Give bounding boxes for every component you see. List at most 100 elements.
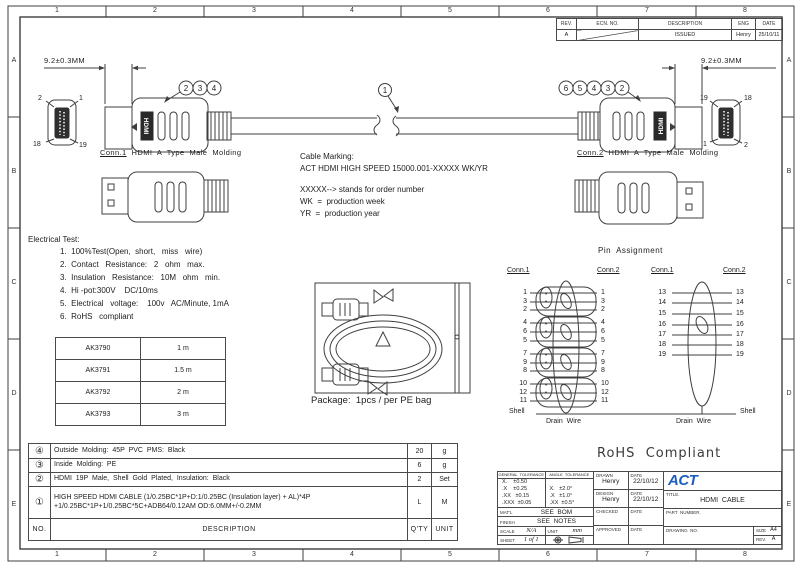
drawing-number-label: DRAWING NO. [666,527,699,533]
hdmi-logo-conn2: HDMI [658,118,665,135]
pin-number: 4 [601,319,605,326]
zone-row: A [11,57,17,64]
zone-col: 3 [252,551,256,558]
length-value: 3 m [140,403,226,426]
bom-item-number: ① [28,486,51,519]
rev-value: A [556,29,577,41]
electrical-test-item: 6. RoHS compliant [60,312,134,321]
third-angle-projection-icon [553,536,584,544]
cable-lines [231,114,578,137]
pin-number: 2 [523,306,527,313]
general-tolerance-header: GENERAL TOLERANCE [498,472,545,479]
conn1-top-view [101,171,229,223]
callout-4: 4 [212,84,217,93]
bom-unit: g [431,458,458,473]
zone-col: 7 [645,7,649,14]
pin-number: 17 [658,331,666,338]
pin-number: 15 [658,310,666,317]
finish-value: SEE NOTES [536,518,576,526]
revision-table: REV. ECN. NO. DESCRIPTION ENG DATE A ISS… [556,18,783,41]
drawn-label: DRAWN [596,473,613,478]
dimension-right-text: 9.2±0.3MM [701,56,743,65]
zone-row: E [11,501,17,508]
tolerance-row [546,479,594,486]
zone-col: 3 [252,7,256,14]
callouts-conn1: 2 3 4 [164,80,222,103]
zone-col: 6 [546,7,550,14]
scale-label: SCALE [500,528,515,534]
callout-3b: 3 [606,84,611,93]
bom-qty: 2 [407,472,432,487]
electrical-test-item: 5. Electrical voltage: 100v AC/Minute, 1… [60,299,229,308]
size-value: A4 [770,527,777,534]
pin-number: 11 [519,397,527,404]
angle-tolerance-header: ANGLE TOLERANCE [545,472,593,479]
cable-marking-note: YR = production year [300,209,380,218]
electrical-test-item: 2. Contact Resistance: 2 ohm max. [60,260,205,269]
finish-row: FINISH SEE NOTES [498,517,593,527]
zone-col: 8 [743,7,747,14]
rev-header: REV. [556,18,577,30]
length-value: 2 m [140,381,226,404]
shell-label: Shell [509,408,525,415]
conn1-caption: Conn.1 HDMI A Type Male Molding [100,148,241,157]
part-number-label: PART NUMBER. [666,510,701,516]
pin-number: 3 [523,298,527,305]
cable-marking-note: WK = production week [300,197,385,206]
checked-label: CHECKED [596,509,619,514]
cable-marking-title: Cable Marking: [300,152,354,161]
callout-cable: 1 [378,83,399,113]
package-figure [314,282,471,396]
unit-value: mm [572,527,582,535]
pin-number: 12 [519,389,527,396]
pin-number: 6 [523,328,527,335]
border-frame [7,5,795,562]
pin-number: 18 [658,341,666,348]
callout-3: 3 [198,84,203,93]
cable-marking-note: XXXXX--> stands for order number [300,185,425,194]
conn1-pin1-label: 1 [79,95,83,102]
ecn-value [576,29,639,41]
zone-row: B [786,168,792,175]
design-date: 22/10/12 [633,496,659,503]
title-column: ACT TITLE. HDMI CABLE PART NUMBER. DRAWI… [664,472,781,544]
conn2-pin18-label: 18 [744,95,752,102]
pin-number: 4 [523,319,527,326]
bom-no-header: NO. [28,518,51,541]
scale-unit-row: SCALE N/A UNIT mm [498,526,593,536]
dimension-left-text: 9.2±0.3MM [44,56,86,65]
callout-4b: 4 [592,84,597,93]
conn1-plug-view [104,97,232,153]
unit-label: UNIT [547,528,559,534]
pin-number: 16 [736,321,744,328]
bom-description-header: DESCRIPTION [50,518,408,541]
rohs-compliant-note: RoHS Compliant [597,446,722,461]
pin-number: 2 [601,306,605,313]
conn1-face-view [45,99,79,146]
zone-row: C [786,279,792,286]
zone-row: E [786,501,792,508]
bom-qty: 20 [407,443,432,459]
bom-unit: g [431,443,458,459]
part-number: AK3790 [55,337,141,360]
zone-col: 4 [350,551,354,558]
title-value: HDMI CABLE [700,496,745,504]
electrical-test-item: 3. Insulation Resistance: 10M ohm min. [60,273,221,282]
drawn-date: 22/10/12 [633,478,659,485]
pin-number: 7 [601,350,605,357]
rev-label: REV. [756,537,767,543]
zone-row: A [786,57,792,64]
pin-number: 6 [601,328,605,335]
title-block: GENERAL TOLERANCE X. ±0.50 .X ±0.25 .XX … [497,471,782,545]
hdmi-logo-conn1: HDMI [142,118,149,135]
bom-qty: 6 [407,458,432,473]
material-label: MAT'L [500,510,513,516]
bom-unit: M [431,486,458,519]
pin-number: 5 [601,337,605,344]
conn2-plug-view [577,97,703,153]
pin-number: 7 [523,350,527,357]
zone-row: D [11,390,17,397]
zone-row: C [11,279,17,286]
scale-value: N/A [526,527,537,535]
